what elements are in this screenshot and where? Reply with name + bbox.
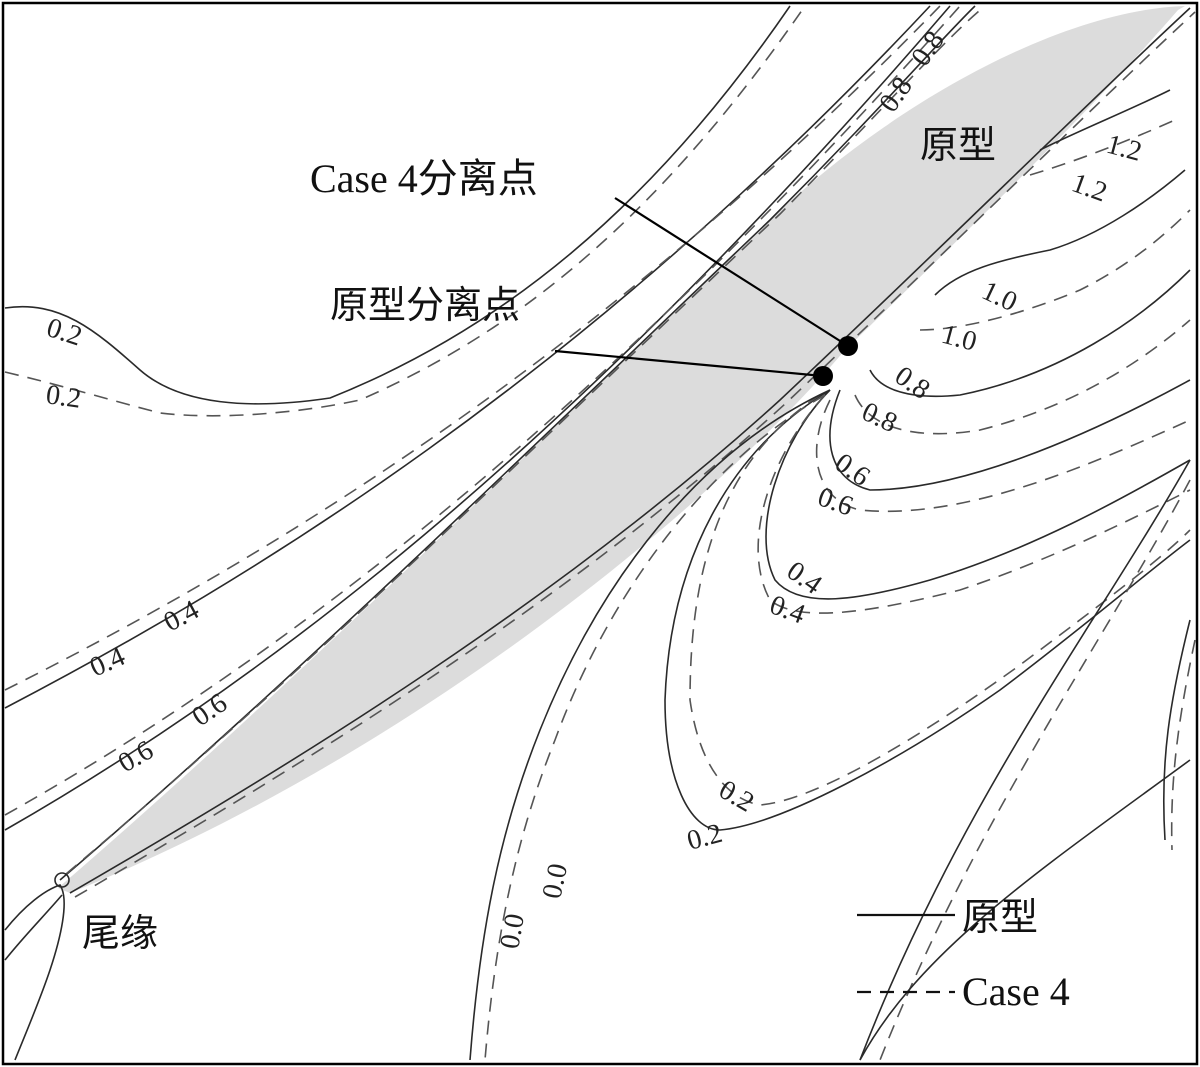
wake-1.0-solid — [934, 169, 1186, 296]
lower-right-line-1-dashed — [879, 479, 1191, 1061]
wake-0.4-solid — [765, 389, 1191, 600]
wake-0.0-dashed — [484, 394, 826, 1061]
contour-0.6-solid — [4, 5, 951, 831]
te-line-1 — [4, 884, 65, 1061]
legend-solid-label: 原型 — [962, 895, 1038, 939]
contour-label: 0.6 — [187, 688, 233, 733]
case4-separation-label: Case 4分离点 — [310, 156, 538, 201]
contour-label: 1.0 — [977, 275, 1022, 318]
contour-0.4-solid — [4, 5, 931, 709]
wake-1.2-solid — [1039, 89, 1171, 151]
contour-label: 0.2 — [43, 312, 86, 352]
contour-label: 0.4 — [85, 641, 130, 684]
contour-label: 1.0 — [938, 319, 980, 358]
pressure-side-line-dashed — [74, 11, 1196, 898]
contour-label: 0.8 — [905, 26, 950, 72]
wake-1.2-dashed — [1029, 119, 1176, 176]
contour-label: 1.2 — [1103, 129, 1145, 168]
contour-0.2-solid — [4, 5, 791, 405]
pressure-side-line — [69, 7, 1191, 894]
wake-0.0-solid — [469, 389, 831, 1061]
contour-label: 0.2 — [684, 818, 726, 857]
trailing-edge-label: 尾缘 — [82, 911, 158, 955]
contour-0.4-dashed — [4, 5, 941, 691]
lower-right-line-2-dashed — [1170, 639, 1196, 851]
contour-label: 1.2 — [1068, 167, 1111, 208]
contour-label: 0.0 — [494, 911, 531, 951]
wake-0.2-dashed — [689, 394, 1191, 806]
contour-label: 0.8 — [857, 396, 902, 439]
blade-shape — [58, 6, 1185, 893]
contour-label: 0.6 — [113, 735, 159, 779]
contour-0.6-dashed — [4, 5, 961, 816]
contour-label: 0.8 — [889, 360, 935, 405]
wake-0.8-dashed — [854, 319, 1191, 435]
contour-label: 0.2 — [714, 774, 760, 818]
prototype-separation-label: 原型分离点 — [330, 283, 520, 327]
wake-0.4-dashed — [757, 394, 1191, 614]
trailing-edge-circle — [54, 872, 70, 888]
contour-0.8-solid — [59, 5, 976, 881]
contour-label: 0.0 — [537, 861, 575, 902]
wake-0.6-dashed — [815, 399, 1191, 513]
legend-dashed-label: Case 4 — [962, 969, 1070, 1014]
te-line-2 — [4, 894, 63, 961]
wake-0.2-solid — [664, 389, 1191, 831]
contour-0.8-dashed — [65, 5, 986, 875]
contour-label: 0.2 — [44, 379, 83, 415]
wake-0.8-solid — [869, 269, 1191, 398]
case4-leader-line — [614, 197, 849, 347]
lower-right-line-1 — [859, 459, 1191, 1061]
lower-right-line-3 — [859, 759, 1191, 1061]
lower-right-line-2 — [1162, 619, 1191, 841]
wake-0.6-solid — [829, 379, 1191, 491]
prototype-region-label: 原型 — [920, 123, 996, 167]
prototype-leader-line — [554, 349, 824, 378]
wake-1.0-dashed — [919, 209, 1191, 331]
legend: 原型 Case 4 — [857, 895, 1070, 1014]
contour-0.2-dashed — [4, 5, 806, 417]
